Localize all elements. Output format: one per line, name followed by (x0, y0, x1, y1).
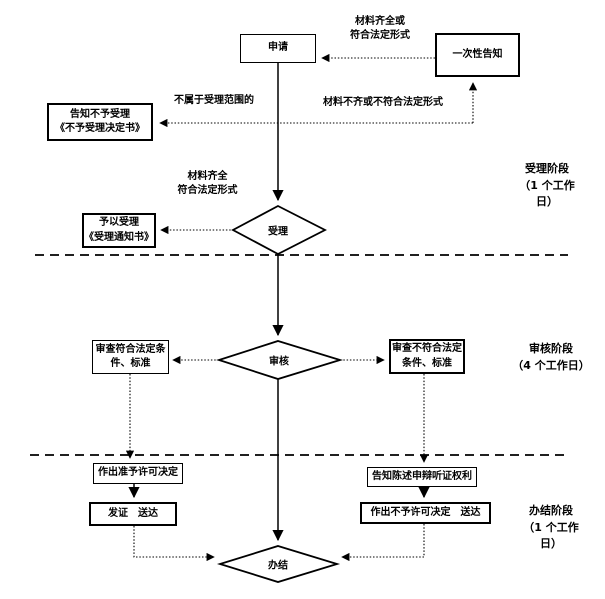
node-make-approval: 作出准予许可决定 (93, 463, 183, 484)
node-grant-acceptance: 予以受理 《受理通知书》 (82, 213, 156, 248)
node-issue-deliver: 发证 送达 (89, 502, 177, 526)
stage-label-acceptance: 受理阶段 （1 个工作 日） (519, 162, 575, 208)
diamond-finish (216, 545, 341, 583)
edge-label-complete-legal: 材料齐全 符合法定形式 (177, 171, 238, 196)
node-one-time-notice: 一次性告知 (435, 33, 520, 77)
diamond-accept (231, 204, 327, 256)
node-notice-rejection: 告知不予受理 《不予受理决定书》 (47, 103, 153, 141)
edge-deliver-to-finish (133, 526, 215, 562)
edge-label-complete-or-legal: 材料齐全或 符合法定形式 (350, 16, 410, 41)
node-review-fail: 审查不符合法定 条件、标准 (389, 339, 465, 374)
node-notify-rights: 告知陈述申辩听证权利 (367, 467, 477, 487)
stage-label-completion: 办结阶段 （1 个工作 日） (523, 504, 579, 550)
diamond-finish-label: 办结 (268, 560, 288, 572)
edge-label-out-of-scope: 不属于受理范围的 (174, 95, 254, 106)
diamond-accept-label: 受理 (268, 226, 288, 238)
edge-denial-to-finish (341, 524, 425, 562)
stage-label-review: 审核阶段 （4 个工作日） (512, 342, 590, 372)
node-review-pass: 审查符合法定条 件、标准 (92, 340, 169, 374)
diamond-review-label: 审核 (269, 356, 289, 368)
edge-label-incomplete: 材料不齐或不符合法定形式 (323, 97, 443, 108)
node-apply: 申请 (240, 34, 316, 63)
diamond-review (216, 340, 344, 380)
node-make-denial: 作出不予许可决定 送达 (360, 502, 491, 524)
